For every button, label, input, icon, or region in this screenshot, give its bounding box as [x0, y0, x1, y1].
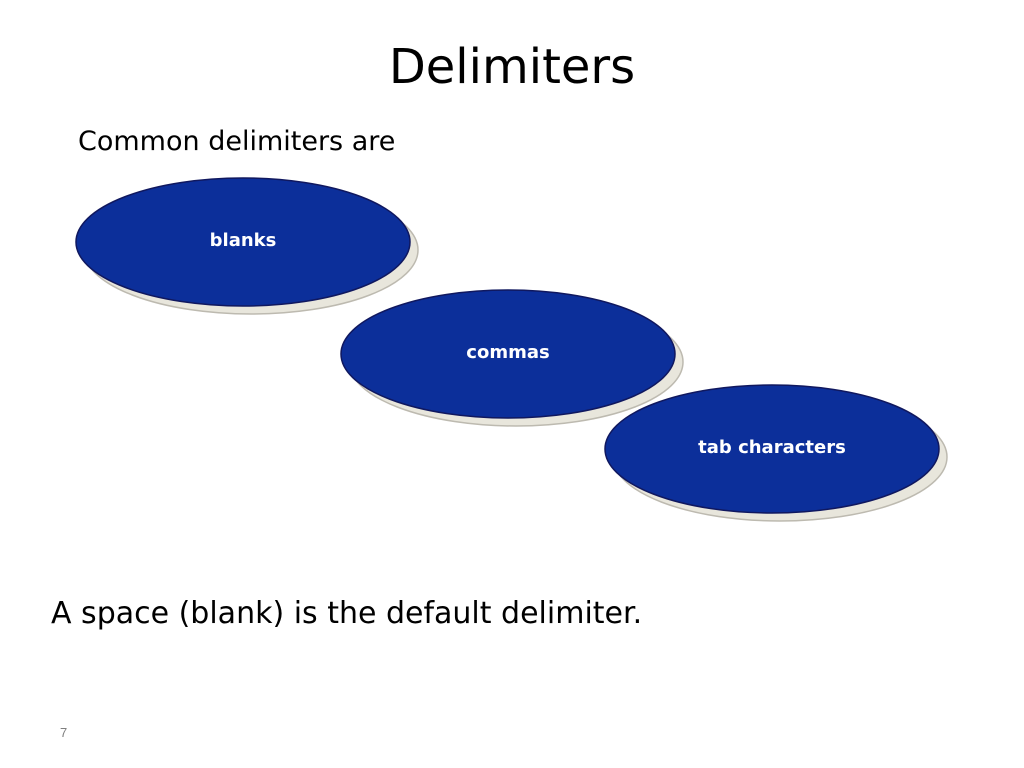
delimiter-oval-commas: commas	[340, 289, 684, 427]
delimiter-oval-blanks: blanks	[75, 177, 419, 315]
intro-text: Common delimiters are	[78, 126, 396, 157]
page-number: 7	[60, 725, 68, 740]
delimiter-label-tab-characters: tab characters	[698, 437, 846, 458]
slide-title: Delimiters	[388, 39, 636, 95]
default-delimiter-statement: A space (blank) is the default delimiter…	[51, 596, 643, 631]
delimiter-label-commas: commas	[466, 342, 549, 363]
oval-shape	[75, 177, 411, 307]
oval-shape	[604, 384, 940, 514]
oval-shape	[340, 289, 676, 419]
delimiter-oval-tab-characters: tab characters	[604, 384, 948, 522]
delimiter-label-blanks: blanks	[210, 230, 277, 251]
